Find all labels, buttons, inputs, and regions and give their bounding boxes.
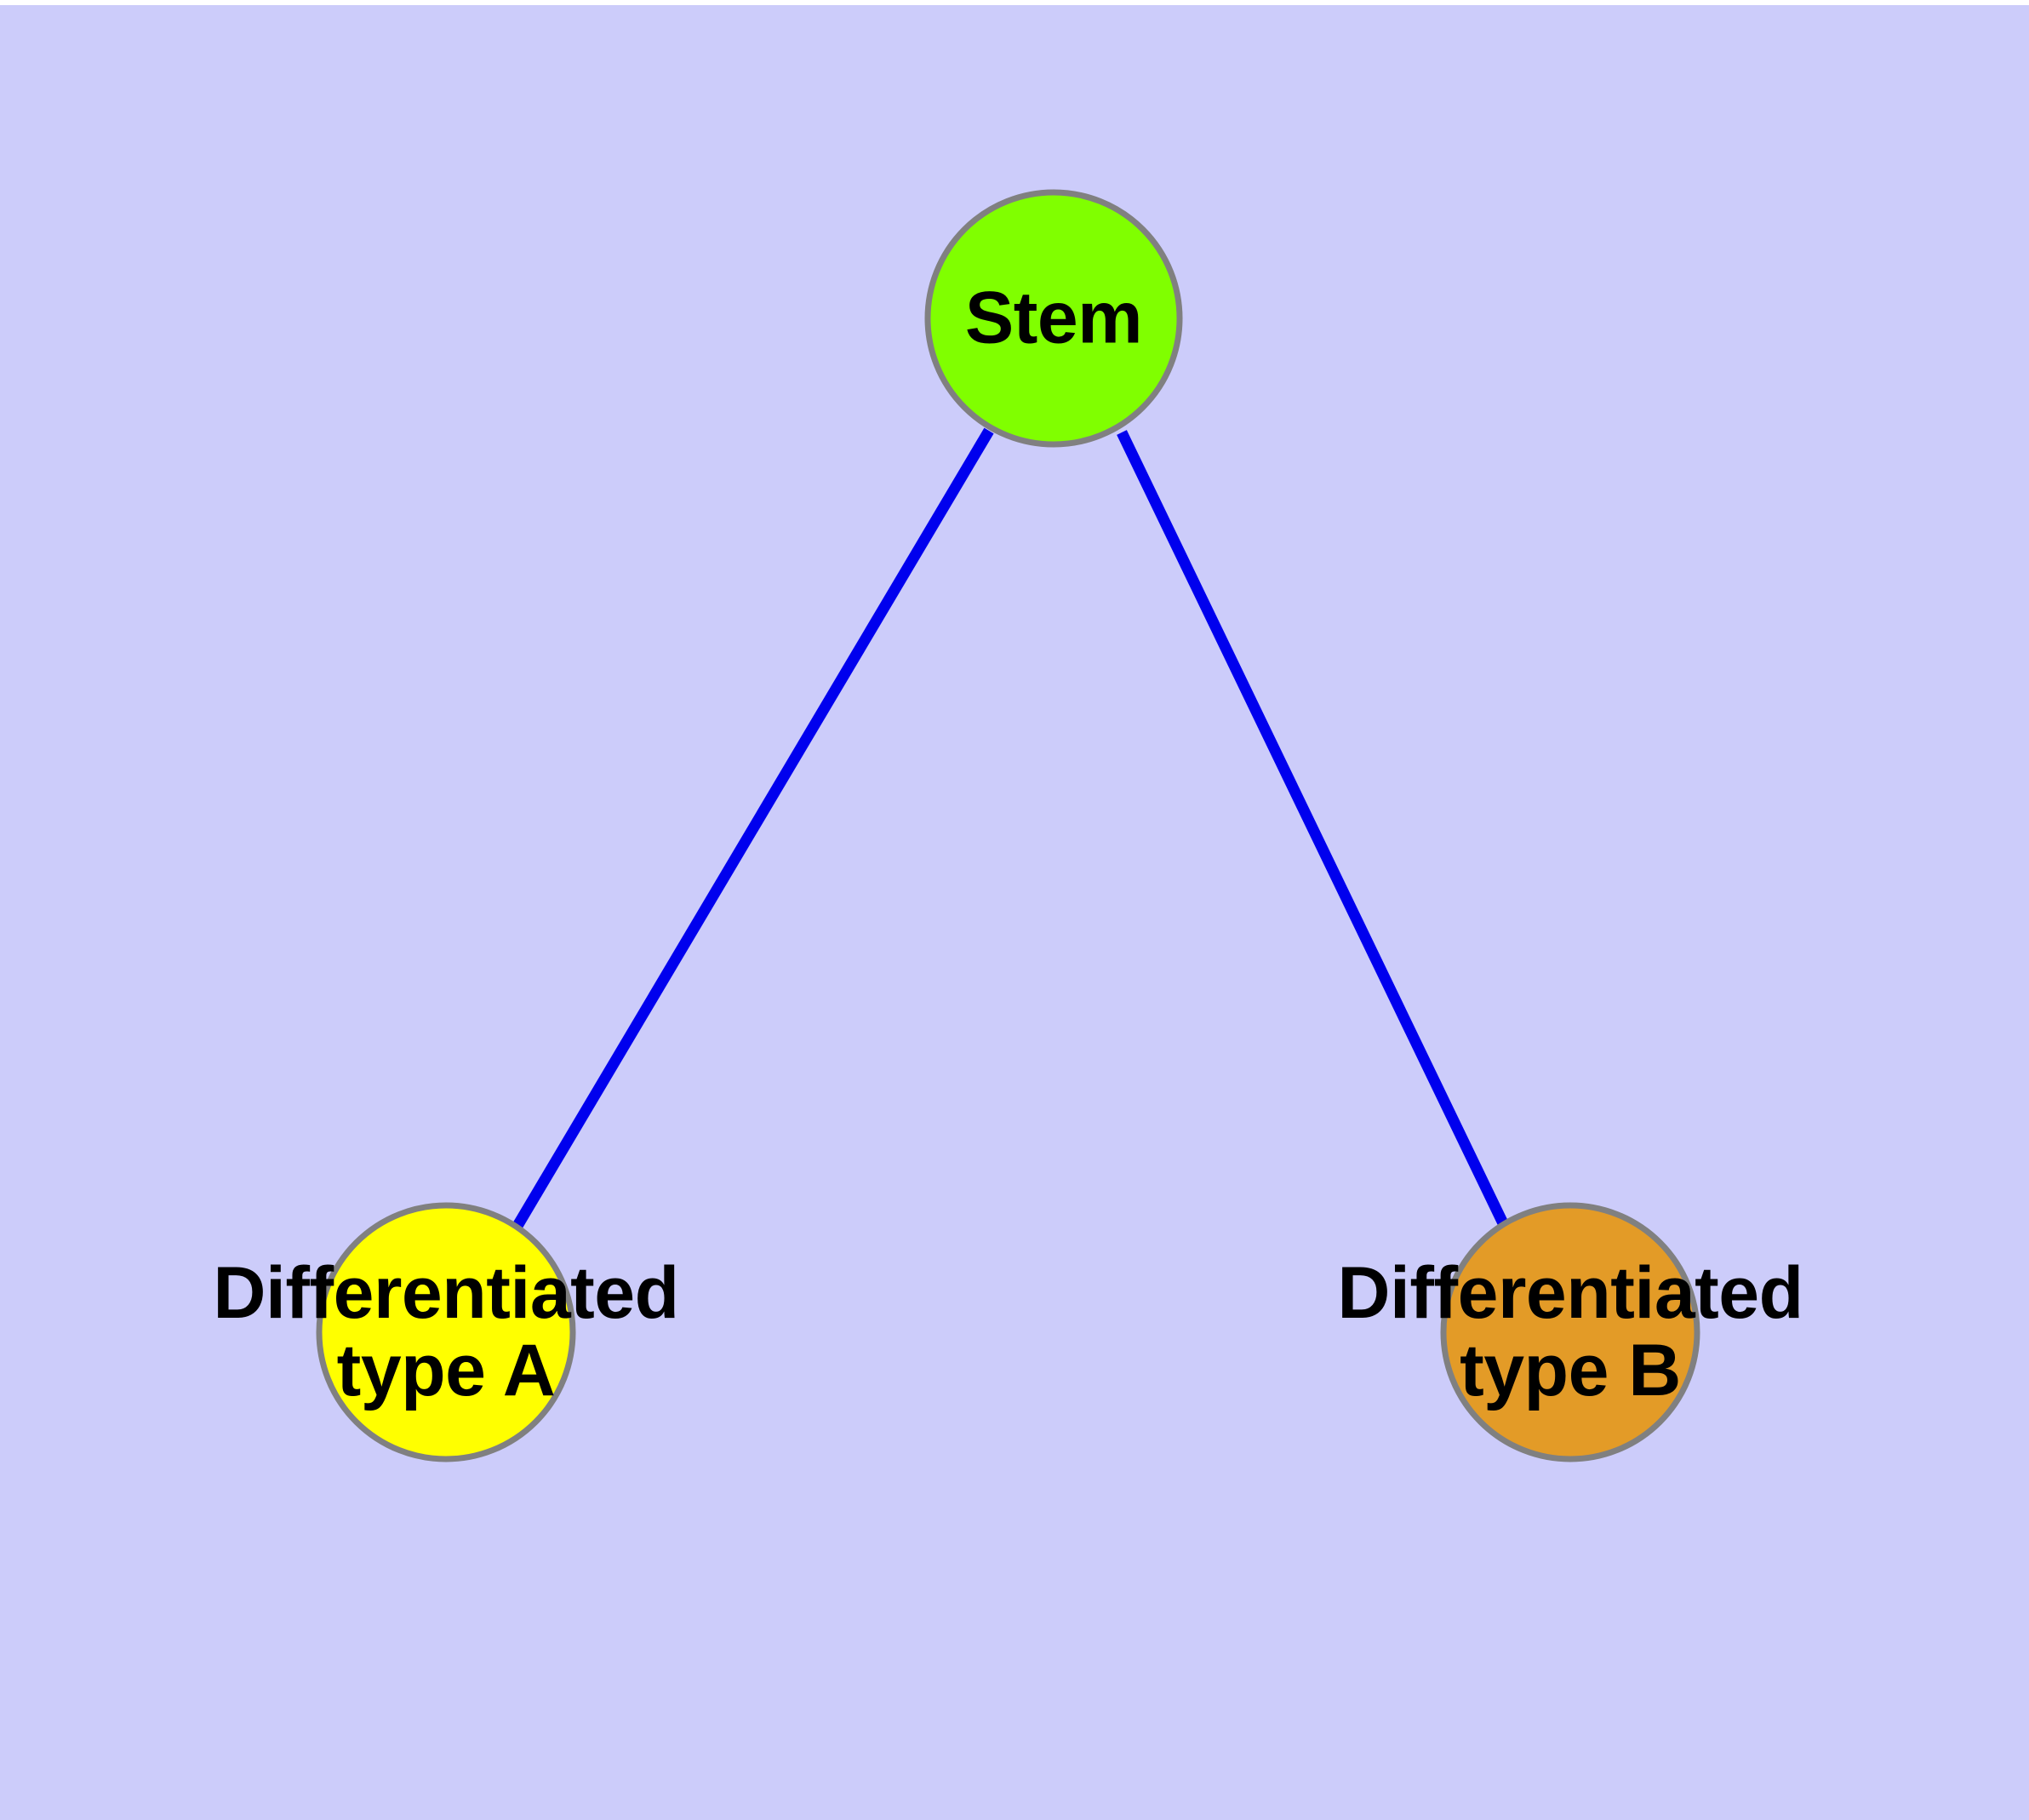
node-differentiated-type-b[interactable]	[1440, 1202, 1700, 1462]
edge-stem-to-differentiated-type-b[interactable]	[1117, 430, 1508, 1226]
node-stem[interactable]	[924, 189, 1183, 448]
node-layer	[316, 189, 1700, 1462]
graph-plot-area: Stem Differentiated type A Differentiate…	[0, 5, 2029, 1820]
edge-layer	[512, 427, 1508, 1229]
edge-stem-to-differentiated-type-a[interactable]	[512, 427, 994, 1229]
graph-svg	[316, 189, 1700, 1462]
node-differentiated-type-a[interactable]	[316, 1202, 576, 1462]
